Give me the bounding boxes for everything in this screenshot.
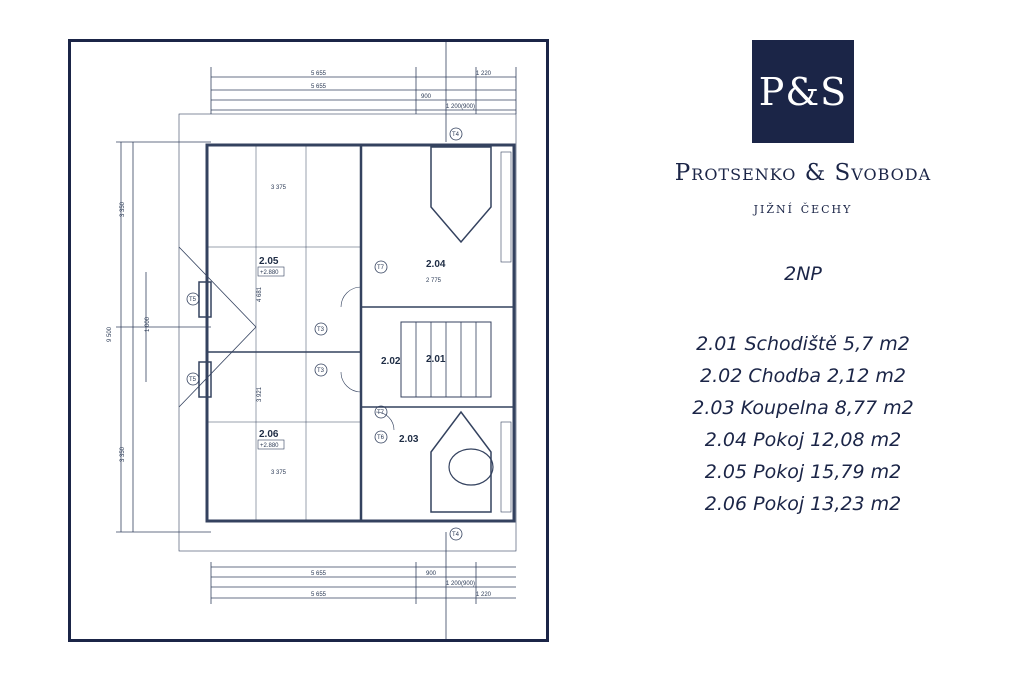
marker-t7-upper (374, 260, 388, 274)
dim-left-1: 3 350 (120, 201, 126, 217)
marker-t4-bottom (449, 527, 463, 541)
marker-t3-upper (314, 322, 328, 336)
dim-inner-4: 4 681 (257, 286, 263, 302)
marker-label-t7-upper: T7 (377, 265, 385, 271)
dim-inner-2: 3 375 (271, 470, 287, 476)
room-list-item: 2.04 Pokoj 12,08 m2 (704, 429, 902, 451)
room-list-item: 2.03 Koupelna 8,77 m2 (692, 397, 914, 419)
marker-t4-top (449, 127, 463, 141)
dim-top-2: 1 220 (476, 71, 492, 77)
dim-left-2: 9 500 (107, 326, 113, 342)
marker-label-t3-lower: T3 (317, 368, 325, 374)
room-height-2-05: +2.880 (260, 270, 279, 276)
dim-inner-3: 2 775 (426, 278, 442, 284)
dim-top-5: 1 200(900) (446, 104, 475, 110)
marker-label-t7-lower: T7 (377, 410, 385, 416)
marker-t3-lower (314, 363, 328, 377)
marker-label-t5-lower: T5 (189, 377, 197, 383)
logo-monogram: P&S (758, 69, 848, 114)
company-region: jižní čechy (753, 199, 853, 217)
dim-bottom-3: 1 200(900) (446, 581, 475, 587)
dim-left-3: 3 350 (120, 446, 126, 462)
marker-label-t4-top: T4 (452, 132, 460, 138)
dim-bottom-1: 5 655 (311, 571, 327, 577)
floor-label: 2NP (784, 263, 822, 285)
marker-label-t6: T6 (377, 435, 385, 441)
company-logo: P&S (752, 40, 854, 143)
room-list: 2.01 Schodiště 5,7 m2 2.02 Chodba 2,12 m… (600, 328, 1006, 520)
room-list-item: 2.01 Schodiště 5,7 m2 (696, 333, 910, 355)
marker-label-t3-upper: T3 (317, 327, 325, 333)
room-label-2-04: 2.04 (426, 259, 446, 270)
room-height-2-06: +2.880 (260, 443, 279, 449)
marker-t7-lower (374, 405, 388, 419)
room-label-2-06: 2.06 (259, 429, 279, 440)
floor-plan-drawing: 2.05 2.04 2.01 2.02 2.06 2.03 +2.880 +2.… (107, 42, 517, 639)
dim-bottom-2: 900 (426, 571, 437, 577)
marker-label-t5-upper: T5 (189, 297, 197, 303)
room-list-item: 2.05 Pokoj 15,79 m2 (704, 461, 902, 483)
marker-t5-lower (186, 372, 200, 386)
dim-inner-1: 3 375 (271, 185, 287, 191)
company-name: Protsenko & Svoboda (674, 160, 932, 186)
room-label-2-02: 2.02 (381, 356, 401, 367)
marker-label-t4-bottom: T4 (452, 532, 460, 538)
floor-plan-frame: 2.05 2.04 2.01 2.02 2.06 2.03 +2.880 +2.… (68, 39, 549, 642)
room-label-2-05: 2.05 (259, 256, 279, 267)
dim-bottom-4: 5 655 (311, 592, 327, 598)
dim-top-4: 900 (421, 94, 432, 100)
room-list-item: 2.06 Pokoj 13,23 m2 (704, 493, 902, 515)
dim-left-4: 1 000 (145, 316, 151, 332)
dim-bottom-5: 1 220 (476, 592, 492, 598)
dim-inner-5: 3 921 (257, 386, 263, 402)
marker-t6 (374, 430, 388, 444)
marker-t5-upper (186, 292, 200, 306)
room-label-2-01: 2.01 (426, 354, 446, 365)
dim-top-1: 5 655 (311, 71, 327, 77)
room-label-2-03: 2.03 (399, 434, 419, 445)
room-list-item: 2.02 Chodba 2,12 m2 (699, 365, 907, 387)
dim-top-3: 5 655 (311, 84, 327, 90)
